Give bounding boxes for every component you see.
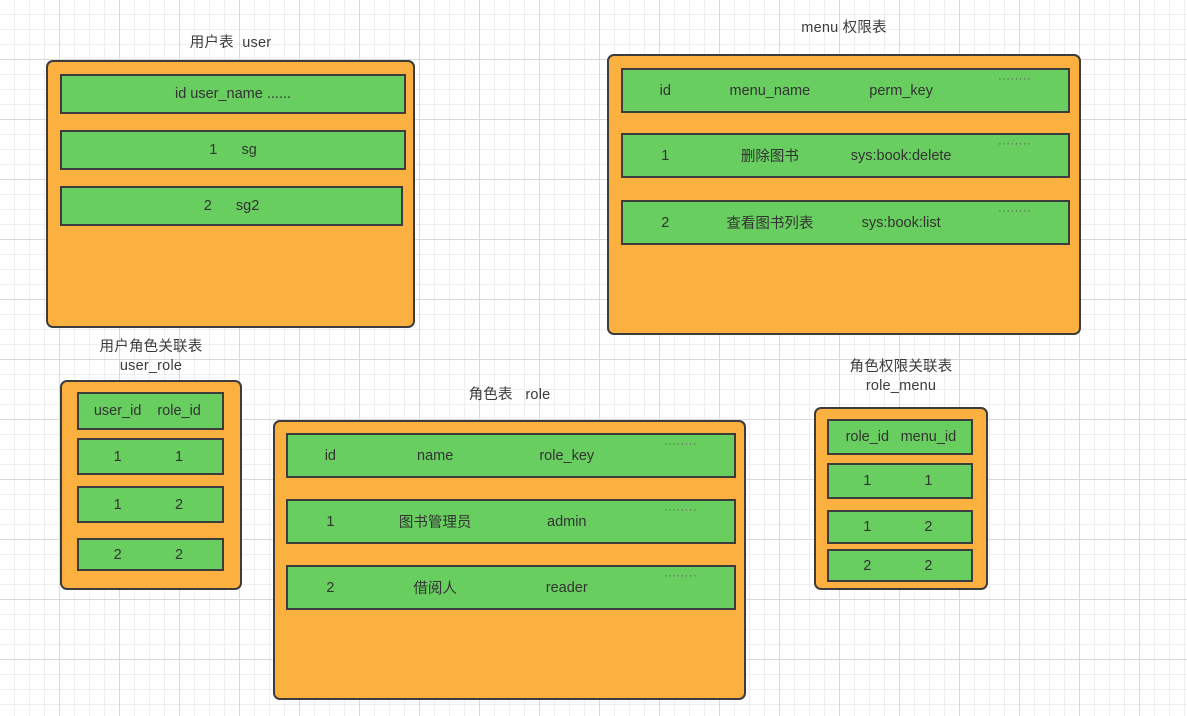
cell-user-id: 2 <box>113 546 122 563</box>
table-row[interactable]: 1 1 <box>827 463 973 499</box>
cell-id: 2 <box>661 214 670 231</box>
cell-more-ellipsis: ········ <box>663 504 698 516</box>
table-role-caption: 角色表 role <box>468 387 551 403</box>
table-menu-caption: menu 权限表 <box>801 20 887 36</box>
table-user[interactable]: 用户表 user id user_name ...... 1 sg 2 sg2 <box>46 34 415 328</box>
column-header-role-id: role_id <box>157 403 201 419</box>
cell-user-id: 1 <box>113 448 122 465</box>
cell-menu-id: 1 <box>924 473 933 489</box>
table-user-role-header-row[interactable]: user_id role_id <box>77 392 224 430</box>
cell-role-id: 1 <box>863 519 872 535</box>
table-row[interactable]: 2 2 <box>77 538 224 571</box>
table-user-row-1-text: 1 sg <box>209 142 257 158</box>
cell-user-id: 1 <box>113 496 122 513</box>
cell-menu-name: 删除图书 <box>740 149 799 165</box>
cell-role-key: reader <box>545 579 588 596</box>
cell-role-id: 2 <box>175 496 184 513</box>
table-row[interactable]: 1 1 <box>77 438 224 475</box>
table-row[interactable]: 2 借阅人 reader ········ <box>286 565 736 610</box>
table-user-row-2-text: 2 sg2 <box>203 198 260 214</box>
cell-name: 借阅人 <box>413 581 457 597</box>
cell-role-id: 1 <box>863 473 872 489</box>
column-header-user-id: user_id <box>93 403 142 419</box>
cell-role-id: 1 <box>175 448 184 465</box>
cell-more-ellipsis: ········ <box>663 570 698 582</box>
cell-menu-id: 2 <box>924 557 933 574</box>
cell-id: 2 <box>326 579 335 596</box>
cell-more-ellipsis: ········ <box>997 138 1032 150</box>
table-row[interactable]: 1 2 <box>827 510 973 544</box>
table-menu-header-row[interactable]: id menu_name perm_key ········ <box>621 68 1070 113</box>
table-user-role[interactable]: 用户角色关联表 user_role user_id role_id 1 1 1 … <box>60 338 242 590</box>
table-role-menu-caption-line1: 角色权限关联表 <box>849 359 953 375</box>
column-header-name: name <box>417 447 454 464</box>
table-user-caption: 用户表 user <box>189 35 272 51</box>
table-role[interactable]: 角色表 role id name role_key ········ 1 图书管… <box>273 386 746 700</box>
table-row[interactable]: 2 sg2 <box>60 186 403 226</box>
cell-role-id: 2 <box>863 557 872 574</box>
table-role-menu-header-row[interactable]: role_id menu_id <box>827 419 973 455</box>
column-header-more-ellipsis: ········ <box>997 73 1032 85</box>
column-header-menu-id: menu_id <box>900 429 957 445</box>
column-header-menu-name: menu_name <box>729 82 811 99</box>
table-user-role-caption-line2: user_role <box>119 358 183 374</box>
table-user-role-caption-line1: 用户角色关联表 <box>99 339 203 355</box>
cell-more-ellipsis: ········ <box>997 205 1032 217</box>
table-row[interactable]: 1 sg <box>60 130 406 170</box>
cell-role-id: 2 <box>175 546 184 563</box>
cell-menu-name: 查看图书列表 <box>726 216 814 232</box>
column-header-perm-key: perm_key <box>869 82 933 99</box>
cell-id: 1 <box>661 147 670 164</box>
cell-menu-id: 2 <box>924 519 933 535</box>
table-row[interactable]: 1 删除图书 sys:book:delete ········ <box>621 133 1070 178</box>
table-row[interactable]: 1 2 <box>77 486 224 523</box>
cell-perm-key: sys:book:delete <box>850 147 952 164</box>
table-row[interactable]: 2 查看图书列表 sys:book:list ········ <box>621 200 1070 245</box>
table-user-header-text: id user_name ...... <box>174 86 292 102</box>
cell-id: 1 <box>326 513 335 530</box>
table-role-menu[interactable]: 角色权限关联表 role_menu role_id menu_id 1 1 1 … <box>814 358 988 590</box>
column-header-more-ellipsis: ········ <box>663 438 698 450</box>
cell-role-key: admin <box>547 513 587 530</box>
table-row[interactable]: 2 2 <box>827 549 973 582</box>
cell-name: 图书管理员 <box>398 515 472 531</box>
column-header-role-key: role_key <box>539 447 595 464</box>
table-role-menu-caption-line2: role_menu <box>865 378 937 394</box>
column-header-role-id: role_id <box>845 429 890 445</box>
column-header-id: id <box>659 82 671 99</box>
table-row[interactable]: 1 图书管理员 admin ········ <box>286 499 736 544</box>
table-menu[interactable]: menu 权限表 id menu_name perm_key ········ … <box>607 19 1081 335</box>
cell-perm-key: sys:book:list <box>861 214 941 231</box>
table-user-header-row[interactable]: id user_name ...... <box>60 74 406 114</box>
column-header-id: id <box>324 447 337 464</box>
table-role-header-row[interactable]: id name role_key ········ <box>286 433 736 478</box>
